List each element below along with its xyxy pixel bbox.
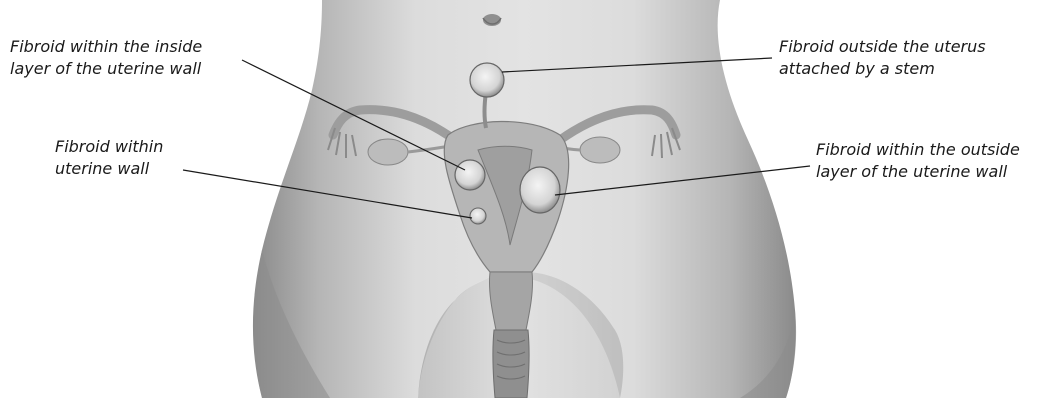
label-line: Fibroid within the outside xyxy=(816,139,1020,161)
cervix xyxy=(489,272,532,330)
label-line: Fibroid within the inside xyxy=(10,36,202,58)
right-ovary xyxy=(580,137,620,163)
fibroid-submucosal xyxy=(455,160,485,190)
fibroid-pedunculated xyxy=(470,63,504,97)
label-fibroid-inside-layer: Fibroid within the inside layer of the u… xyxy=(10,36,202,80)
label-line: Fibroid within xyxy=(55,136,163,158)
label-line: layer of the uterine wall xyxy=(816,161,1020,183)
fibroid-subserosal xyxy=(520,167,560,213)
fibroid-intramural xyxy=(470,208,486,224)
label-fibroid-outside-layer: Fibroid within the outside layer of the … xyxy=(816,139,1020,183)
label-line: uterine wall xyxy=(55,158,163,180)
left-ovary xyxy=(368,139,408,165)
label-fibroid-stem: Fibroid outside the uterus attached by a… xyxy=(779,36,986,80)
label-fibroid-within-wall: Fibroid within uterine wall xyxy=(55,136,163,180)
label-line: Fibroid outside the uterus xyxy=(779,36,986,58)
label-line: layer of the uterine wall xyxy=(10,58,202,80)
label-line: attached by a stem xyxy=(779,58,986,80)
